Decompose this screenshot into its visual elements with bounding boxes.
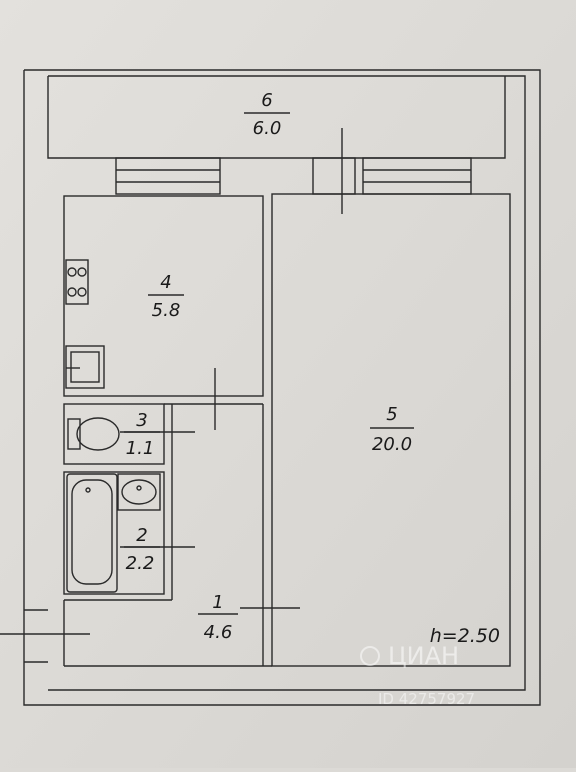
toilet-icon xyxy=(67,417,120,451)
room-2-area: 2.2 xyxy=(126,553,155,574)
room-1-area: 4.6 xyxy=(204,622,233,643)
bathtub-icon xyxy=(66,473,118,593)
cian-watermark: ЦИАН ID 42757927 xyxy=(360,642,475,708)
toilet-room-walls xyxy=(63,403,165,465)
room-1-number: 1 xyxy=(212,592,223,613)
living-room-walls xyxy=(271,193,511,667)
kitchen-sink-icon xyxy=(65,345,105,389)
ceiling-height-label: h=2.50 xyxy=(430,625,500,647)
room-3-number: 3 xyxy=(136,410,147,431)
cian-logo-icon xyxy=(360,646,380,666)
room-5-number: 5 xyxy=(386,404,397,425)
kitchen-walls xyxy=(63,195,264,397)
room-2-number: 2 xyxy=(136,525,147,546)
stove-icon xyxy=(65,259,89,305)
bathroom-walls xyxy=(63,471,165,595)
room-4-number: 4 xyxy=(160,272,171,293)
room-4-area: 5.8 xyxy=(152,300,181,321)
room-6-area: 6.0 xyxy=(253,118,282,139)
balcony-outline xyxy=(47,76,506,159)
outer-walls xyxy=(23,69,541,706)
room-6-number: 6 xyxy=(261,90,272,111)
washbasin-icon xyxy=(117,473,161,511)
watermark-brand: ЦИАН xyxy=(388,642,459,670)
room-5-area: 20.0 xyxy=(372,434,412,455)
fraction-bars xyxy=(124,112,414,615)
window-left xyxy=(115,157,221,195)
partition-walls xyxy=(63,403,272,667)
room-3-area: 1.1 xyxy=(126,438,155,459)
watermark-id: ID 42757927 xyxy=(378,690,475,708)
